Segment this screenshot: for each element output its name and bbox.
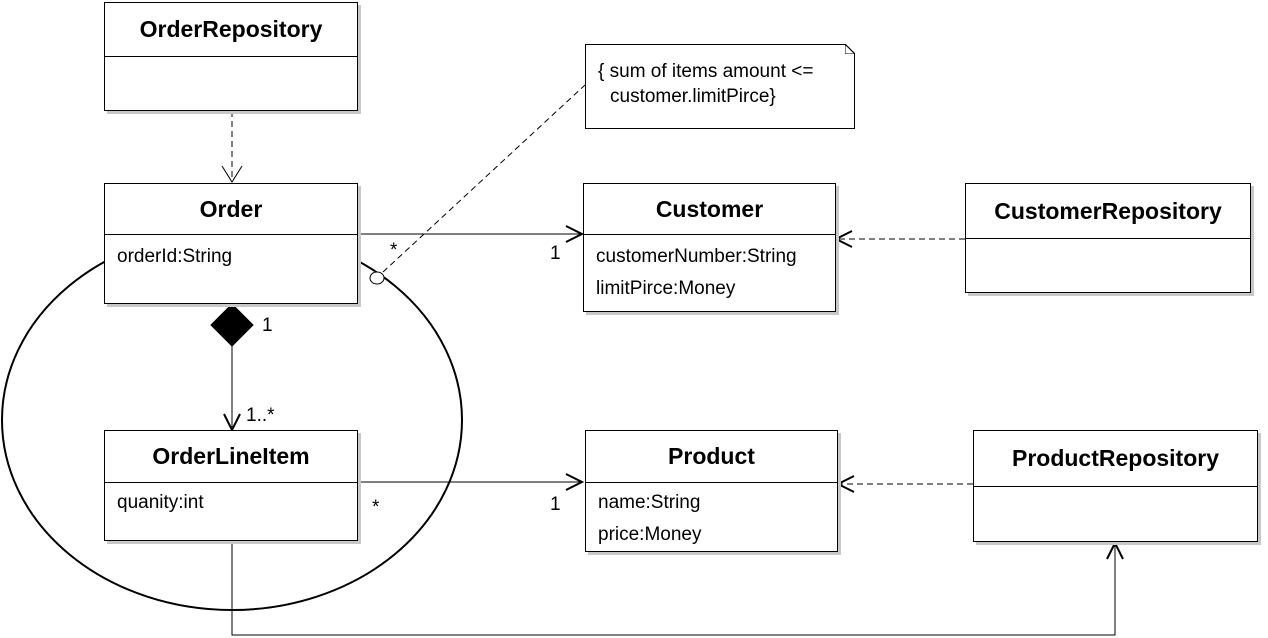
dependency-arrowhead-order xyxy=(221,165,243,183)
multiplicity-order-customer-target: 1 xyxy=(550,243,561,264)
note-line: customer.limitPirce} xyxy=(610,86,776,107)
multiplicity-item-product-target: 1 xyxy=(550,494,561,515)
association-item-productrepository xyxy=(231,541,1116,636)
attribute: price:Money xyxy=(598,524,702,545)
attribute: orderId:String xyxy=(117,246,233,267)
multiplicity-composition-source: 1 xyxy=(262,315,273,336)
attribute-list: quanity:int xyxy=(105,483,357,519)
class-name: Customer xyxy=(584,184,835,235)
association-arrowhead-customer xyxy=(565,225,585,243)
class-name: Order xyxy=(105,184,357,235)
note-anchor-line xyxy=(382,84,586,273)
class-name: ProductRepository xyxy=(974,431,1257,487)
attribute: name:String xyxy=(598,492,701,513)
association-arrowhead-productrepository xyxy=(1106,540,1124,560)
multiplicity-composition-target: 1..* xyxy=(246,405,275,426)
association-arrowhead-product xyxy=(565,473,585,491)
note-anchor-circle xyxy=(369,271,385,285)
composition-diamond xyxy=(210,303,254,347)
multiplicity-order-customer-source: * xyxy=(390,240,398,261)
attribute: quanity:int xyxy=(117,492,204,513)
class-order[interactable]: Order orderId:String xyxy=(104,183,358,304)
attribute: limitPirce:Money xyxy=(596,278,736,299)
attribute-list: name:String price:Money xyxy=(586,483,837,551)
note-line: { sum of items amount <= xyxy=(598,61,814,82)
class-customerrepository[interactable]: CustomerRepository xyxy=(965,183,1251,293)
class-customer[interactable]: Customer customerNumber:String limitPirc… xyxy=(583,183,836,312)
class-product[interactable]: Product name:String price:Money xyxy=(585,430,838,552)
attribute-list: customerNumber:String limitPirce:Money xyxy=(584,235,835,305)
class-orderlineitem[interactable]: OrderLineItem quanity:int xyxy=(104,430,358,541)
class-productrepository[interactable]: ProductRepository xyxy=(973,430,1258,542)
constraint-note[interactable]: { sum of items amount <= customer.limitP… xyxy=(585,44,855,129)
dependency-arrowhead-product xyxy=(835,475,855,493)
multiplicity-item-product-source: * xyxy=(372,497,380,518)
class-name: Product xyxy=(586,431,837,483)
class-name: OrderLineItem xyxy=(105,431,357,483)
dependency-arrowhead-customer xyxy=(833,230,853,248)
class-name: OrderRepository xyxy=(105,3,357,57)
class-name: CustomerRepository xyxy=(966,184,1250,239)
attribute: customerNumber:String xyxy=(596,246,797,267)
note-folded-corner xyxy=(845,44,855,54)
class-orderrepository[interactable]: OrderRepository xyxy=(104,2,358,111)
attribute-list: orderId:String xyxy=(105,235,357,273)
